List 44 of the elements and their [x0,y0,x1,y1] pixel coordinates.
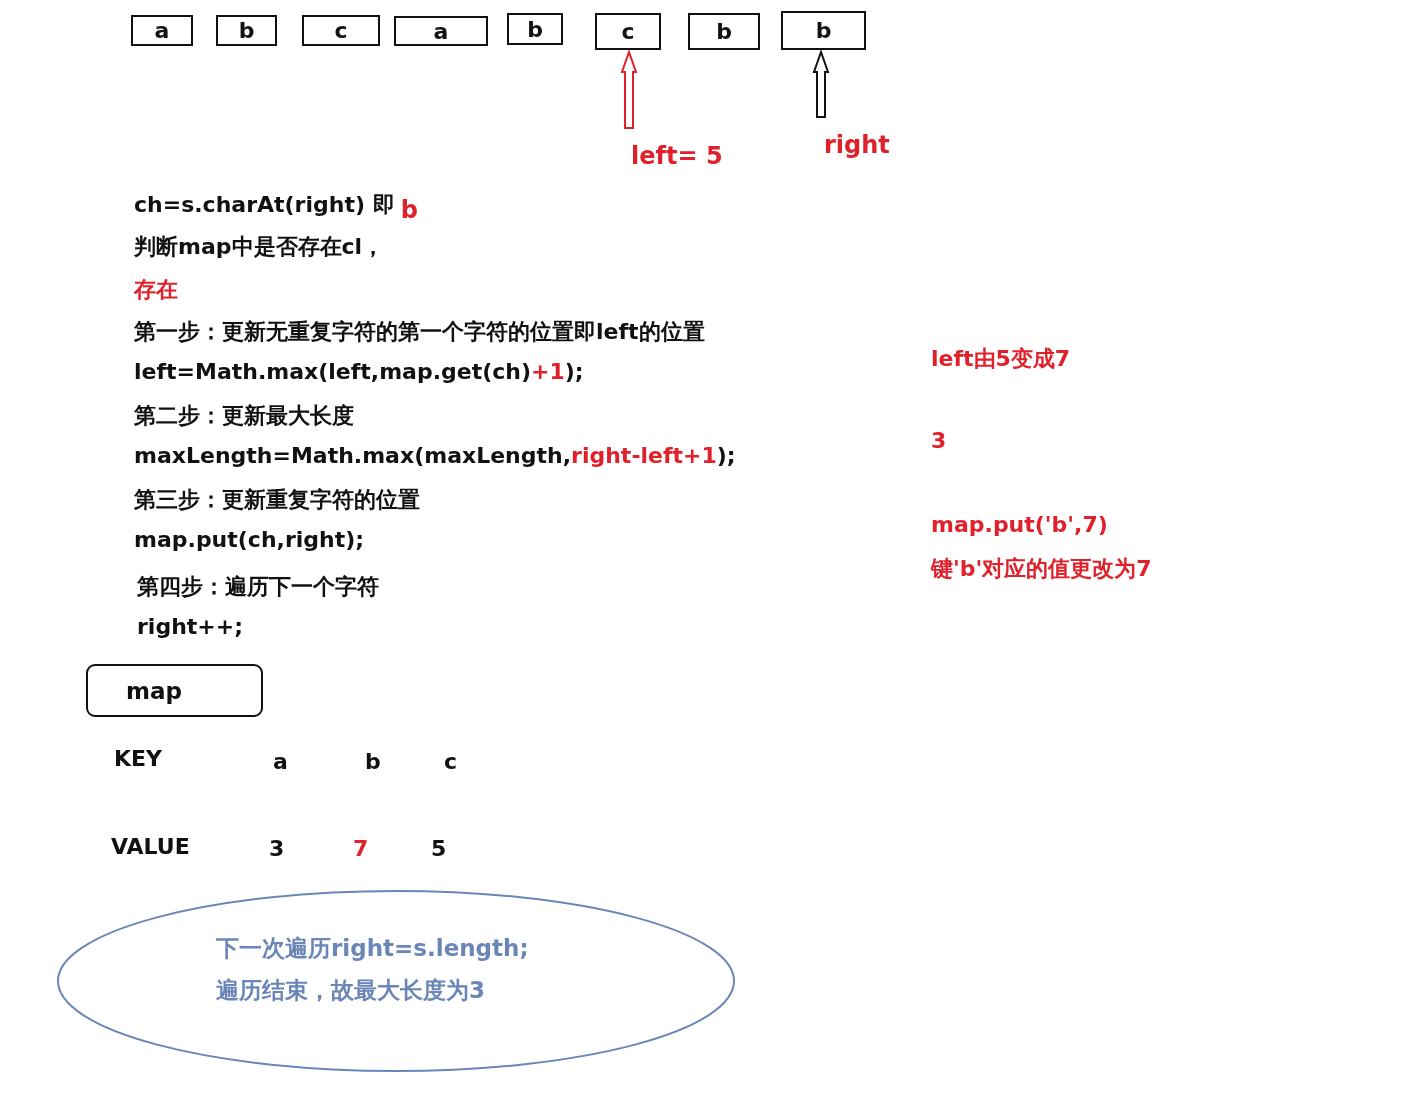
pointer-label: left= 5 [631,142,723,170]
code-text: 第三步：更新重复字符的位置 [134,486,420,514]
code-text: map.put(ch,right); [134,527,365,552]
table-value: a [273,749,288,774]
letter-box: b [781,11,866,50]
code-text: right++; [137,614,243,639]
code-text: ); [716,443,736,468]
table-value: 5 [431,836,447,861]
code-text: 第二步：更新最大长度 [134,402,354,430]
table-value: 7 [353,836,369,861]
hollow-arrow [620,48,638,129]
code-text: maxLength=Math.max(maxLength, [134,443,572,468]
note-text: 3 [931,428,947,453]
note-text: 键'b'对应的值更改为7 [931,555,1152,583]
ellipse-text: 遍历结束，故最大长度为3 [216,976,485,1005]
ellipse-text: 下一次遍历right=s.length; [216,934,529,963]
letter-box: c [595,13,661,50]
code-text: 第一步：更新无重复字符的第一个字符的位置即left的位置 [134,318,705,346]
table-value: b [365,749,381,774]
letter-box: b [688,13,760,50]
code-text: 判断map中是否存在cl， [134,233,385,261]
note-text: left由5变成7 [931,345,1071,373]
letter-box: a [394,16,488,46]
hollow-arrow [812,48,830,118]
code-text: +1 [531,359,565,384]
pointer-label: right [824,131,890,159]
code-text: ); [564,359,584,384]
letter-box: b [507,13,563,45]
code-text: 存在 [134,276,178,304]
table-header: KEY [114,746,162,771]
table-value: c [444,749,458,774]
table-value: 3 [269,836,285,861]
letter-box: a [131,15,193,46]
note-text: map.put('b',7) [931,512,1108,537]
code-text: left=Math.max(left,map.get(ch) [134,359,532,384]
letter-box: b [216,15,277,46]
table-header: VALUE [111,834,190,859]
code-text: ch=s.charAt(right) 即 [134,191,395,219]
code-text: 第四步：遍历下一个字符 [137,573,379,601]
code-text: b [400,196,418,224]
map-box: map [86,664,263,717]
code-text: right-left+1 [571,443,717,468]
result-ellipse [57,890,735,1072]
letter-box: c [302,15,380,46]
